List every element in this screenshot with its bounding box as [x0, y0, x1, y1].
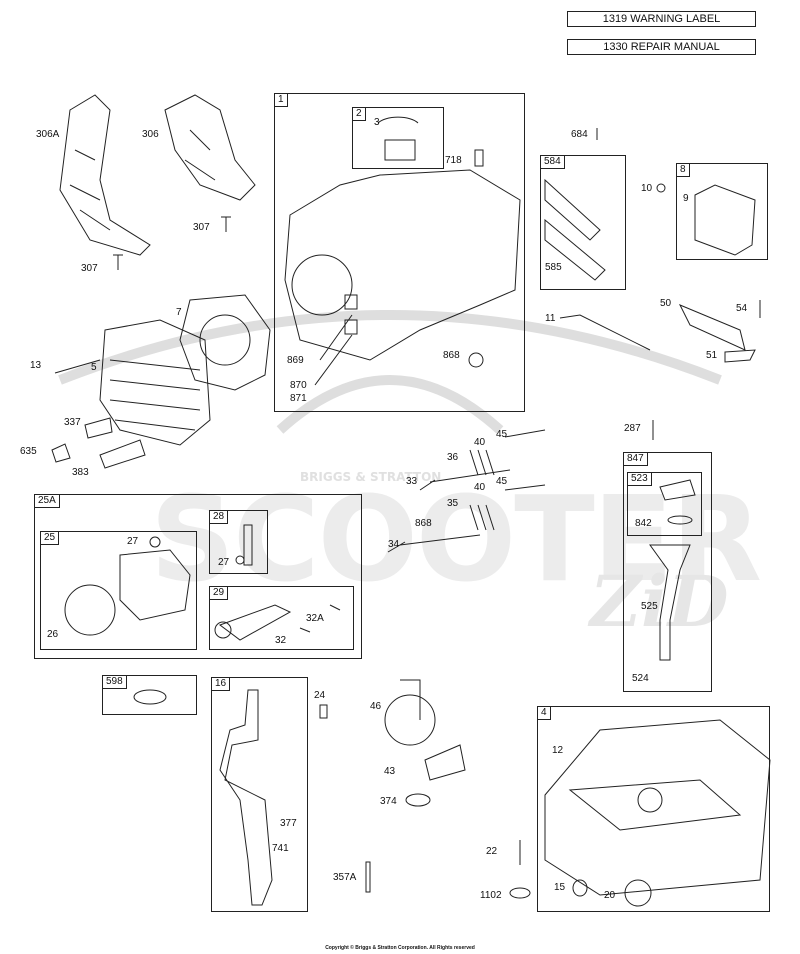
- group-box-598: [102, 675, 197, 715]
- box-label-29: 29: [209, 586, 229, 600]
- part-27-b: 27: [218, 557, 230, 568]
- part-357a: 357A: [333, 872, 357, 883]
- part-377: 377: [280, 818, 297, 829]
- group-box-16: [211, 677, 308, 912]
- part-871: 871: [290, 393, 307, 404]
- part-26: 26: [47, 629, 59, 640]
- part-54: 54: [736, 303, 748, 314]
- watermark-script-text: ZiD: [590, 560, 729, 643]
- crankcase-cover-drawing: [544, 719, 771, 896]
- part-287: 287: [624, 423, 641, 434]
- part-15: 15: [554, 882, 566, 893]
- part-525: 525: [641, 601, 658, 612]
- group-box-2: [352, 107, 444, 169]
- box-label-847: 847: [623, 452, 648, 466]
- part-20: 20: [604, 890, 616, 901]
- part-374: 374: [380, 796, 397, 807]
- connecting-rod-drawing: [218, 604, 292, 641]
- part-45-b: 45: [496, 476, 508, 487]
- part-741: 741: [272, 843, 289, 854]
- box-label-1: 1: [274, 93, 288, 107]
- part-7: 7: [176, 307, 182, 318]
- copyright-notice: Copyright © Briggs & Stratton Corporatio…: [325, 945, 475, 951]
- part-11: 11: [545, 313, 556, 324]
- box-label-16: 16: [211, 677, 231, 691]
- part-40-b: 40: [474, 482, 486, 493]
- part-684: 684: [571, 129, 588, 140]
- group-box-8: [676, 163, 768, 260]
- part-718: 718: [445, 155, 462, 166]
- box-label-4: 4: [537, 706, 551, 720]
- part-33: 33: [406, 476, 418, 487]
- part-32: 32: [275, 635, 287, 646]
- part-306a: 306A: [36, 129, 60, 140]
- group-box-25: [40, 531, 197, 650]
- part-35: 35: [447, 498, 459, 509]
- shroud-306-drawing: [164, 94, 256, 201]
- group-box-4: [537, 706, 770, 912]
- box-label-25a: 25A: [34, 494, 60, 508]
- part-869: 869: [287, 355, 304, 366]
- watermark-small-text: BRIGGS & STRATTON: [300, 470, 442, 484]
- part-13: 13: [30, 360, 42, 371]
- part-34: 34: [388, 539, 400, 550]
- box-label-28: 28: [209, 510, 229, 524]
- group-box-29: [209, 586, 354, 650]
- part-24: 24: [314, 690, 326, 701]
- part-51: 51: [706, 350, 718, 361]
- box-label-2: 2: [352, 107, 366, 121]
- part-1102: 1102: [480, 890, 502, 901]
- part-337: 337: [64, 417, 81, 428]
- part-22: 22: [486, 846, 498, 857]
- part-50: 50: [660, 298, 672, 309]
- part-27-a: 27: [127, 536, 139, 547]
- part-635: 635: [20, 446, 37, 457]
- part-40-a: 40: [474, 437, 486, 448]
- group-box-523: [627, 472, 702, 536]
- group-box-25a: [34, 494, 362, 659]
- group-box-847: [623, 452, 712, 692]
- part-585: 585: [545, 262, 562, 273]
- group-box-28: [209, 510, 268, 574]
- box-label-25: 25: [40, 531, 60, 545]
- head-gasket-drawing: [179, 294, 271, 391]
- box-label-598: 598: [102, 675, 127, 689]
- part-5: 5: [91, 362, 97, 373]
- box-label-523: 523: [627, 472, 652, 486]
- cam-gear-drawing: [384, 694, 436, 746]
- box-label-8: 8: [676, 163, 690, 177]
- group-box-1: [274, 93, 525, 412]
- part-306: 306: [142, 129, 159, 140]
- part-868-b: 868: [415, 518, 432, 529]
- part-45-a: 45: [496, 429, 508, 440]
- part-842: 842: [635, 518, 652, 529]
- part-10: 10: [641, 183, 653, 194]
- part-870: 870: [290, 380, 307, 391]
- crankshaft-drawing: [219, 689, 273, 906]
- dipstick-tube-drawing: [649, 544, 691, 661]
- box-label-584: 584: [540, 155, 565, 169]
- part-12: 12: [552, 745, 564, 756]
- part-3: 3: [374, 117, 380, 128]
- piston-drawing: [119, 549, 191, 621]
- part-307-b: 307: [193, 222, 210, 233]
- part-32a: 32A: [306, 613, 324, 624]
- cylinder-head-drawing: [99, 319, 211, 446]
- repair-manual-tag: 1330 REPAIR MANUAL: [567, 39, 756, 55]
- shroud-306a-drawing: [59, 94, 151, 256]
- part-868-a: 868: [443, 350, 460, 361]
- warning-label-tag: 1319 WARNING LABEL: [567, 11, 756, 27]
- part-383: 383: [72, 467, 89, 478]
- crankcase-drawing: [284, 169, 521, 361]
- group-box-584: [540, 155, 626, 290]
- part-36: 36: [447, 452, 459, 463]
- part-9: 9: [683, 193, 689, 204]
- part-307-a: 307: [81, 263, 98, 274]
- part-524: 524: [632, 673, 649, 684]
- part-43: 43: [384, 766, 396, 777]
- part-46: 46: [370, 701, 382, 712]
